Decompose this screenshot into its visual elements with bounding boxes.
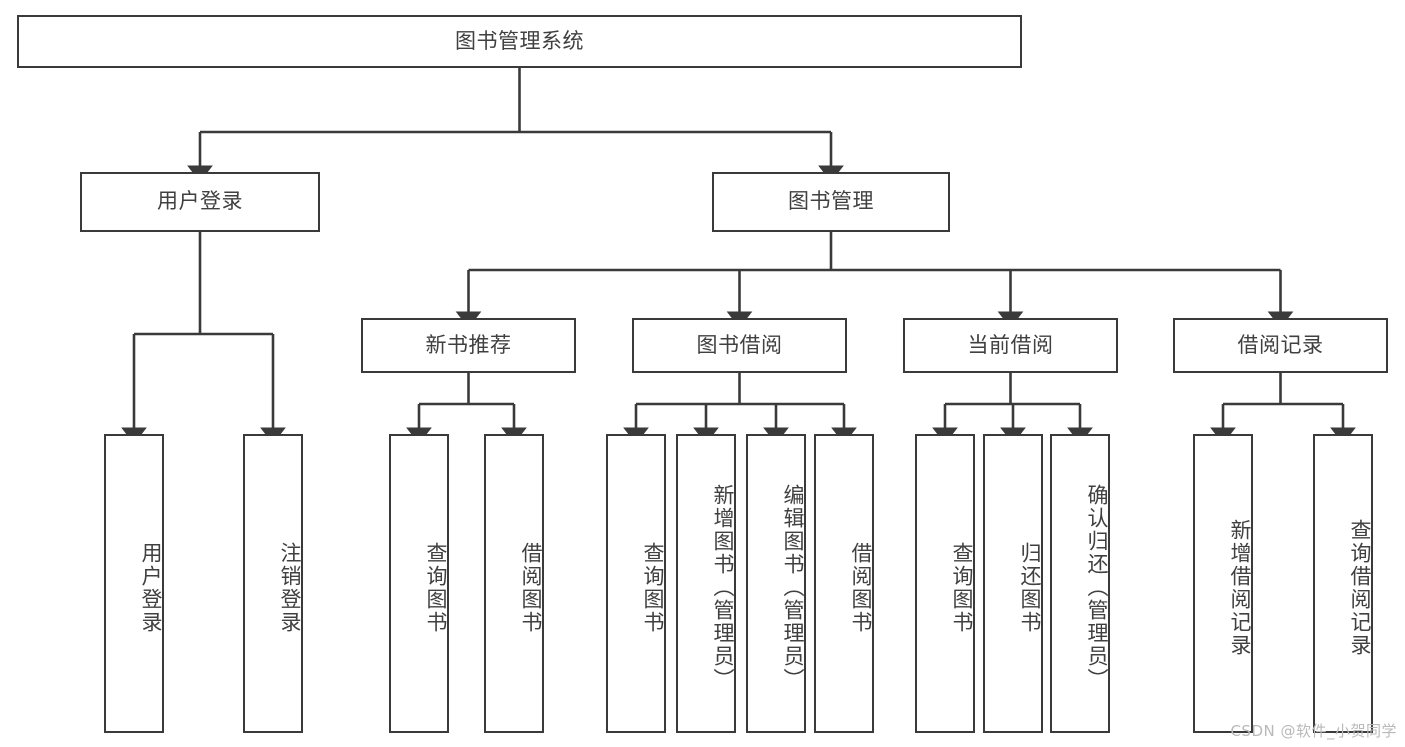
node-leaf-query-book-1[interactable]: 查询图书 <box>389 434 449 733</box>
node-label: 用户登录 <box>157 189 243 214</box>
node-leaf-edit-book[interactable]: 编辑图书（管理员） <box>746 434 806 733</box>
node-label: 新增借阅记录 <box>1228 518 1252 657</box>
node-label: 图书借阅 <box>696 332 783 357</box>
node-label: 借阅图书 <box>519 541 543 634</box>
node-root[interactable]: 图书管理系统 <box>17 15 1022 68</box>
node-leaf-user-login[interactable]: 用户登录 <box>104 434 164 733</box>
node-leaf-query-book-2[interactable]: 查询图书 <box>606 434 666 733</box>
node-book-borrow[interactable]: 图书借阅 <box>632 318 847 373</box>
node-label: 查询借阅记录 <box>1348 518 1372 657</box>
node-label: 当前借阅 <box>967 332 1054 357</box>
node-label: 用户登录 <box>139 541 163 634</box>
node-label: 查询图书 <box>950 541 974 634</box>
node-label: 归还图书 <box>1018 541 1042 634</box>
node-leaf-borrow-book-1[interactable]: 借阅图书 <box>484 434 544 733</box>
node-book-manage[interactable]: 图书管理 <box>712 172 950 232</box>
node-label: 新书推荐 <box>425 332 512 357</box>
node-label: 借阅图书 <box>849 541 873 634</box>
node-leaf-query-book-3[interactable]: 查询图书 <box>915 434 975 733</box>
node-label: 新增图书（管理员） <box>711 484 735 691</box>
node-leaf-query-record[interactable]: 查询借阅记录 <box>1313 434 1373 733</box>
node-label: 编辑图书（管理员） <box>781 484 805 691</box>
node-new-book-rec[interactable]: 新书推荐 <box>361 318 576 373</box>
node-leaf-confirm-return[interactable]: 确认归还（管理员） <box>1050 434 1110 733</box>
node-label: 注销登录 <box>278 541 302 634</box>
node-label: 图书管理系统 <box>455 28 584 53</box>
node-leaf-logout[interactable]: 注销登录 <box>243 434 303 733</box>
node-label: 确认归还（管理员） <box>1085 484 1109 691</box>
node-leaf-return-book[interactable]: 归还图书 <box>983 434 1043 733</box>
csdn-watermark: CSDN @软件_小贺同学 <box>1230 722 1397 740</box>
node-user-login[interactable]: 用户登录 <box>80 172 320 232</box>
node-label: 查询图书 <box>424 541 448 634</box>
node-current-borrow[interactable]: 当前借阅 <box>903 318 1118 373</box>
node-label: 借阅记录 <box>1237 332 1324 357</box>
node-borrow-record[interactable]: 借阅记录 <box>1173 318 1388 373</box>
node-label: 图书管理 <box>788 189 874 214</box>
node-leaf-add-record[interactable]: 新增借阅记录 <box>1193 434 1253 733</box>
node-leaf-borrow-book-2[interactable]: 借阅图书 <box>814 434 874 733</box>
node-leaf-add-book[interactable]: 新增图书（管理员） <box>676 434 736 733</box>
node-label: 查询图书 <box>641 541 665 634</box>
